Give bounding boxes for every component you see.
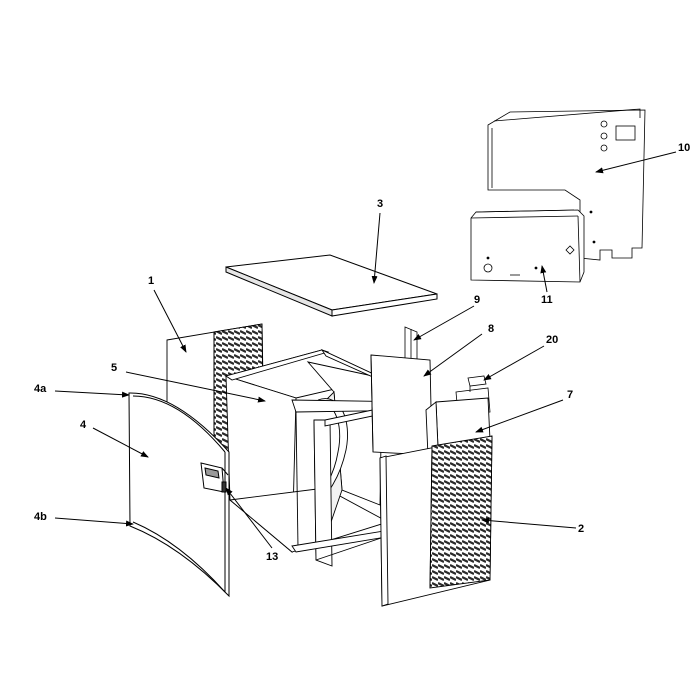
- callout-20: 20: [546, 334, 558, 346]
- part-2-front-panel: [379, 435, 493, 607]
- leader-3: [371, 212, 381, 284]
- callout-3: 3: [377, 198, 383, 210]
- callout-labels: 1 2 3 4 4a 4b 5 7 8 9 10 11 13 20: [34, 142, 690, 563]
- callout-8: 8: [488, 323, 494, 335]
- part-11-electrical-box: [470, 209, 585, 283]
- leader-2: [481, 517, 577, 529]
- leader-13: [225, 487, 273, 549]
- callout-1: 1: [148, 275, 154, 287]
- callout-4b: 4b: [34, 511, 47, 523]
- leader-1: [153, 289, 187, 353]
- callout-4: 4: [80, 419, 87, 431]
- part-8-partition: [370, 354, 433, 456]
- callout-4a: 4a: [34, 383, 47, 395]
- leader-4: [92, 427, 149, 458]
- leader-11: [540, 265, 548, 293]
- callout-10: 10: [678, 142, 690, 154]
- callout-2: 2: [578, 523, 584, 535]
- leader-10: [595, 151, 677, 174]
- callout-7: 7: [567, 389, 573, 401]
- leader-8: [423, 333, 483, 377]
- leader-5: [125, 371, 266, 403]
- callout-11: 11: [541, 294, 553, 306]
- callout-9: 9: [474, 294, 480, 306]
- leader-4b: [54, 517, 134, 527]
- leader-20: [483, 345, 545, 381]
- part-4-front-door: [128, 392, 230, 598]
- part-5-cabinet-frame: [224, 348, 425, 567]
- callout-5: 5: [111, 362, 117, 374]
- part-3-top-panel: [225, 254, 438, 317]
- callout-13: 13: [266, 551, 278, 563]
- part-10-control-panel: [487, 108, 646, 261]
- leader-9: [413, 305, 475, 341]
- leader-lines: [54, 151, 677, 549]
- leader-4a: [54, 390, 130, 398]
- leader-7: [475, 399, 564, 433]
- part-7-rear-bracket: [425, 397, 491, 457]
- part-13-door-handle: [200, 462, 229, 493]
